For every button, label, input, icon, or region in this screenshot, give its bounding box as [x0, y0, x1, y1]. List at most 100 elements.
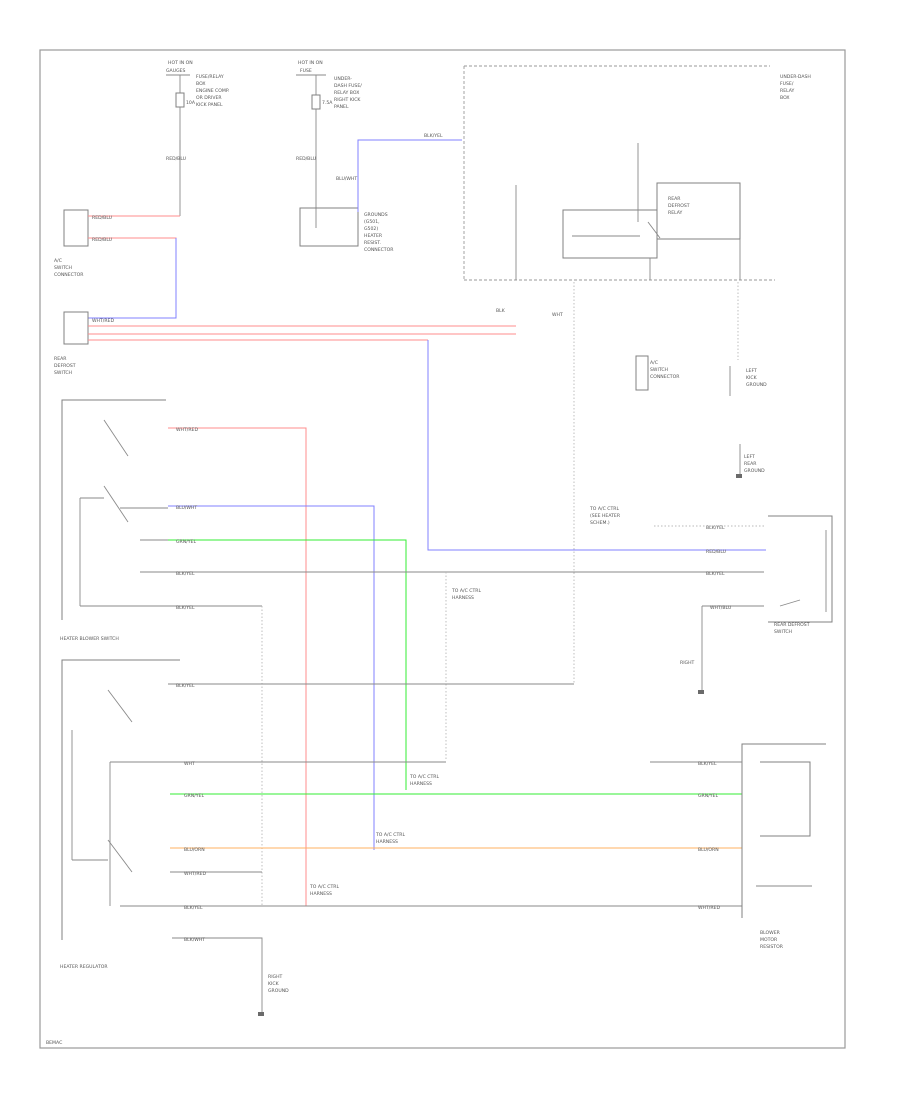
relay-box-title-1: FUSE/ [780, 81, 794, 87]
ground-right2-1: REAR [744, 461, 757, 467]
fuse-left-desc-2: ENGINE COMP. [196, 88, 229, 94]
heater-regulator: HEATER REGULATOR [60, 659, 180, 970]
r-green: GRN/YEL [698, 793, 718, 799]
ground-right2-0: LEFT [744, 454, 755, 460]
connector-right-1: SWITCH [650, 367, 668, 373]
ground-right2-2: GROUND [744, 468, 765, 474]
ground-mid-0: GROUNDS [364, 212, 388, 218]
fuse-left-title: HOT IN ON [168, 60, 193, 66]
r-gray-1: BLK/YEL [706, 525, 725, 531]
wire-blk-yel-top: BLK/YEL [424, 133, 443, 139]
heater-regulator-label: HEATER BLOWER SWITCH [60, 636, 119, 642]
r-red: WHT/RED [698, 905, 720, 911]
ground-right-2: GROUND [746, 382, 767, 388]
splice-4-0: TO A/C CTRL [375, 832, 405, 838]
splice-5-0: TO A/C CTRL [309, 884, 339, 890]
wire-blk-top: BLK [496, 308, 506, 314]
connector-mid-2: CONNECTOR [54, 272, 84, 278]
r-gray-3: WHT/BLU [710, 605, 731, 611]
fuse-left-desc-0: FUSE/RELAY [196, 74, 224, 80]
r-gray-4: BLK/YEL [698, 761, 717, 767]
ground-bottom-1: KICK [268, 981, 280, 987]
wire-tag-red-3: RED/BLU [92, 215, 112, 221]
wire-tag-gray-7: BLK/WHT [184, 937, 205, 943]
right-connector: A/C SWITCH CONNECTOR LEFT KICK GROUND LE… [635, 355, 767, 478]
relay-name-1: DEFROST [668, 203, 690, 209]
splice-3-1: HARNESS [410, 781, 432, 787]
wire-tag-red-5: WHT/RED [92, 318, 114, 324]
wire-tag-blue-1: BLU/WHT [336, 176, 357, 182]
splice-2-0: TO A/C CTRL [451, 588, 481, 594]
rear-defrost-label-1: SWITCH [774, 629, 792, 635]
wire-tag-gray-4: WHT [184, 761, 195, 767]
wire-tag-red-1: RED/BLU [166, 156, 186, 162]
fuse-mid-desc-0: UNDER- [334, 76, 352, 82]
blower-motor-0: BLOWER [760, 930, 781, 936]
connector-mid-0: A/C [54, 258, 62, 264]
fuse-mid-desc-3: RIGHT KICK [334, 97, 361, 103]
wire-tag-green-1: GRN/YEL [176, 539, 196, 545]
relay-box-title-2: RELAY [780, 88, 795, 94]
wire-tag-gray-3: BLK/YEL [176, 683, 195, 689]
wire-tag-blue-2: BLU/WHT [176, 505, 197, 511]
fuse-mid-title: HOT IN ON [298, 60, 323, 66]
relay-box: UNDER-DASH FUSE/ RELAY BOX REAR DEFROST … [463, 65, 811, 318]
fuse-mid-amp: 7.5A [322, 100, 333, 106]
splice-5-1: HARNESS [310, 891, 332, 897]
blower-motor-resistor: BLK/YEL GRN/YEL BLU/ORN WHT/RED BLOWER M… [650, 743, 826, 950]
fuse-left-amp: 10A [186, 100, 196, 106]
wire-tag-red-2: RED/BLU [296, 156, 316, 162]
blower-motor-1: MOTOR [760, 937, 778, 943]
connector-top-2: CONNECTOR [364, 247, 394, 253]
wire-tag-gray-2: BLK/YEL [176, 605, 195, 611]
splice-1-2: SCHEM.) [590, 520, 610, 526]
ground-bottom-0: RIGHT [268, 974, 283, 980]
connector-mid-1: SWITCH [54, 265, 72, 271]
ground-mid-2: G502) [364, 226, 378, 232]
fuse-mid-name: FUSE [300, 68, 312, 74]
splice-3: TO A/C CTRL HARNESS [409, 774, 439, 787]
page-code: BEMAC [46, 1040, 62, 1046]
wire-tag-green-2: GRN/YEL [184, 793, 204, 799]
switch-label-1: DEFROST [54, 363, 76, 369]
fuse-mid-desc-2: RELAY BOX [334, 90, 359, 96]
ground-bottom-2: GROUND [268, 988, 289, 994]
left-connector-top: RED/BLU RED/BLU A/C SWITCH CONNECTOR [54, 209, 180, 318]
r-orange: BLU/ORN [698, 847, 719, 853]
heater-blower-switch: HEATER BLOWER SWITCH [60, 399, 262, 642]
fuse-left-desc-1: BOX [196, 81, 206, 87]
left-connector-mid: WHT/RED REAR DEFROST SWITCH [54, 311, 766, 551]
fuse-middle: HOT IN ON FUSE 7.5A UNDER- DASH FUSE/ RE… [296, 60, 394, 253]
relay-box-title-0: UNDER-DASH [780, 74, 811, 80]
heater-control-label: HEATER REGULATOR [60, 964, 108, 970]
diagram-frame [39, 49, 846, 1049]
splice-4-1: HARNESS [376, 839, 398, 845]
splice-1-0: TO A/C CTRL [589, 506, 619, 512]
fuse-mid-desc-1: DASH FUSE/ [334, 83, 362, 89]
wire-tag-gray-5: BLK/YEL [184, 905, 203, 911]
splice-4: TO A/C CTRL HARNESS TO A/C CTRL HARNESS [309, 832, 405, 897]
wire-tag-gray-1: BLK/YEL [176, 571, 195, 577]
ground-right-1: KICK [746, 375, 758, 381]
wire-blk-top2: WHT [552, 312, 563, 318]
splice-2-1: HARNESS [452, 595, 474, 601]
fuse-left-name: GAUGES [166, 68, 186, 74]
wire-tag-red-4: RED/BLU [92, 237, 112, 243]
rear-defrost-switch: BLK/YEL RED/BLU BLK/YEL WHT/BLU REAR DEF… [446, 515, 833, 694]
fuse-left-desc-4: KICK PANEL [196, 102, 223, 108]
ground-right-0: LEFT [746, 368, 757, 374]
ground-bottom-right: RIGHT [680, 660, 695, 666]
splice-2: TO A/C CTRL HARNESS [445, 572, 481, 760]
connector-top-1: RESIST. [364, 240, 381, 246]
wire-tag-red-7: WHT/RED [184, 871, 206, 877]
connector-top-0: HEATER [364, 233, 383, 239]
relay-name-0: REAR [668, 196, 681, 202]
splice-1: TO A/C CTRL (SEE HEATER SCHEM.) [589, 506, 621, 526]
r-blue-1: RED/BLU [706, 549, 726, 555]
connector-right-2: CONNECTOR [650, 374, 680, 380]
fuse-left-desc-3: OR DRIVER [196, 95, 222, 101]
wire-tag-orange-1: BLU/ORN [184, 847, 205, 853]
splice-3-0: TO A/C CTRL [409, 774, 439, 780]
fuse-mid-desc-4: PANEL [334, 104, 349, 110]
